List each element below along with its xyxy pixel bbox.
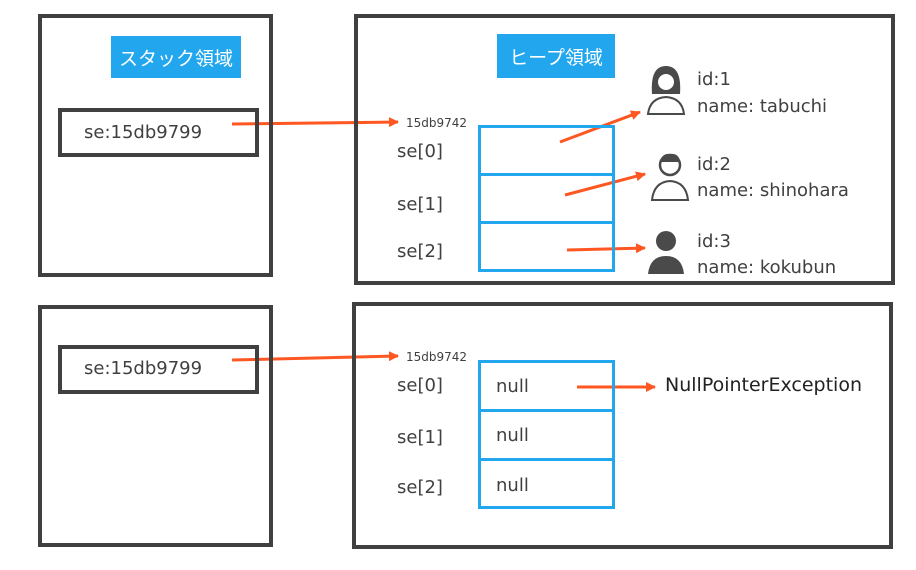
array-index: se[0]: [397, 375, 443, 396]
stack-area-label: スタック領域: [111, 36, 241, 78]
stack-area-bottom: [38, 305, 273, 547]
array-cell: [478, 125, 615, 176]
arrow-se1-to-obj2: [564, 171, 646, 197]
object-id: id:3: [697, 231, 731, 252]
stack-variable: se:15db9799: [84, 122, 203, 143]
object-id: id:2: [697, 154, 731, 175]
array-index: se[2]: [397, 241, 443, 262]
stack-variable-box: [58, 108, 259, 157]
arrow-se2-to-obj3: [566, 243, 646, 254]
array-cell: [478, 173, 615, 224]
object-name: name: kokubun: [697, 257, 837, 278]
heap-address: 15db9742: [406, 116, 468, 130]
array-cell: [478, 458, 615, 509]
null-value: null: [496, 376, 529, 397]
heap-area-label: ヒープ領域: [497, 34, 615, 78]
exception-label: NullPointerException: [665, 374, 862, 396]
array-cell: [478, 221, 615, 272]
null-value: null: [496, 425, 529, 446]
heap-address: 15db9742: [406, 350, 468, 364]
woman-icon: [646, 66, 686, 115]
heap-area-bottom: [352, 302, 893, 549]
null-value: null: [496, 475, 529, 496]
arrow-stack-to-heap-bottom: [231, 351, 399, 362]
stack-variable-box: [58, 345, 259, 394]
array-index: se[1]: [397, 194, 443, 215]
array-index: se[0]: [397, 141, 443, 162]
stack-area-top: [38, 14, 273, 277]
object-id: id:1: [697, 69, 731, 90]
man-icon: [650, 153, 690, 201]
array-index: se[1]: [397, 427, 443, 448]
stack-variable: se:15db9799: [84, 358, 203, 379]
heap-area-top: [354, 14, 895, 285]
object-name: name: shinohara: [697, 180, 849, 201]
array-index: se[2]: [397, 477, 443, 498]
arrow-stack-to-heap-top: [231, 117, 399, 128]
object-name: name: tabuchi: [697, 96, 828, 117]
